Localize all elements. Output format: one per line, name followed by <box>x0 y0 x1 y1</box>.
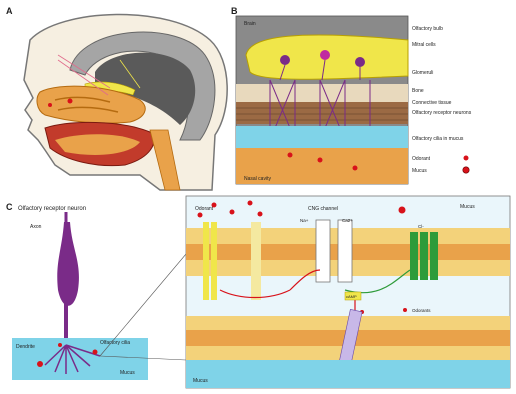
odorant-dot <box>48 103 52 107</box>
dendrite-label: Dendrite <box>16 344 35 350</box>
odorant-label: Odorant <box>195 206 214 212</box>
panel-c-title: Olfactory receptor neuron <box>18 206 86 212</box>
olfactory-mucus-b <box>236 126 408 148</box>
ion-label-na: Na+ <box>300 218 309 223</box>
panel-b: B Brain Nasal cavity <box>231 6 472 184</box>
panel-b-bottom-label: Nasal cavity <box>244 176 271 182</box>
lower-mucus <box>186 360 510 388</box>
odorant-dot <box>288 153 293 158</box>
mucus-label: Mucus <box>120 370 135 376</box>
chloride-channel <box>430 232 438 280</box>
label-olfactory-bulb: Olfactory bulb <box>412 26 443 32</box>
legend-odorant-dot <box>464 156 469 161</box>
panel-a-letter: A <box>6 6 13 16</box>
label-glomeruli: Glomeruli <box>412 70 433 76</box>
panel-c: C Olfactory receptor neuron Axon Dendrit… <box>6 196 510 388</box>
ion-label-ca: Ca2+ <box>342 218 353 223</box>
camp-label: cAMP <box>346 294 357 299</box>
odorant-dot <box>37 361 43 367</box>
axon-label: Axon <box>30 224 42 230</box>
odorants-key: Odorants <box>412 308 431 313</box>
panel-b-top-label: Brain <box>244 21 256 27</box>
bone-layer <box>236 84 408 102</box>
connective-tissue <box>236 102 408 124</box>
neuron-body <box>57 222 79 306</box>
ion-label-cl: Cl- <box>418 224 424 229</box>
odorant-dot <box>353 166 358 171</box>
odorant-dot <box>58 343 62 347</box>
label-receptor-neurons: Olfactory receptor neurons <box>412 110 472 116</box>
upper-mucus-label: Mucus <box>460 204 475 210</box>
legend-mucus-dot <box>463 167 469 173</box>
panel-a: A <box>6 6 227 190</box>
label-mucus: Mucus <box>412 168 427 174</box>
label-mitral-cells: Mitral cells <box>412 42 436 48</box>
panel-c-letter: C <box>6 202 13 212</box>
odorant-key-dot <box>403 308 407 312</box>
cilia-label: Olfactory cilia <box>100 340 130 346</box>
cng-channel <box>316 220 330 282</box>
label-connective-tissue: Connective tissue <box>412 100 452 106</box>
odorant-dot <box>68 99 73 104</box>
cng-label: CNG channel <box>308 206 338 212</box>
label-bone: Bone <box>412 88 424 94</box>
lower-mucus-label: Mucus <box>193 378 208 384</box>
panel-b-labels: Olfactory bulb Mitral cells Glomeruli Bo… <box>412 26 472 174</box>
cng-channel <box>338 220 352 282</box>
label-cilia-mucus: Olfactory cilia in mucus <box>412 136 464 142</box>
chloride-channel <box>420 232 428 280</box>
label-odorant: Odorant <box>412 156 431 162</box>
odorant-dot <box>93 350 98 355</box>
panel-b-letter: B <box>231 6 238 16</box>
chloride-channel <box>410 232 418 280</box>
odorant-dot <box>318 158 323 163</box>
